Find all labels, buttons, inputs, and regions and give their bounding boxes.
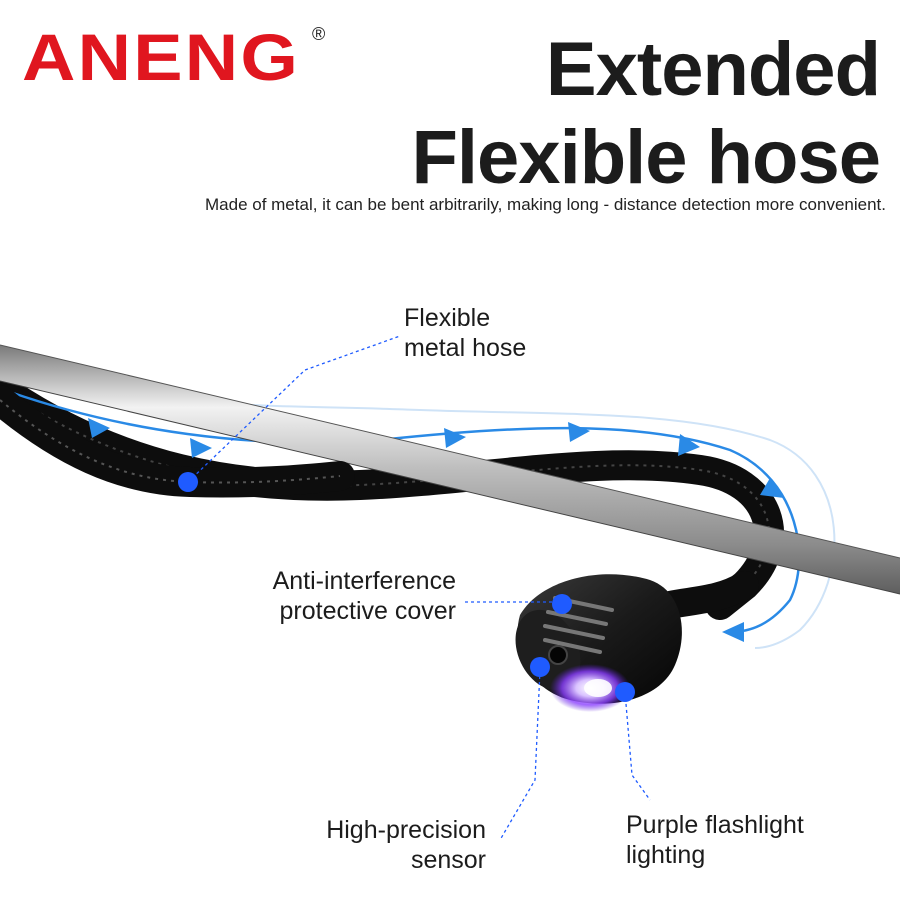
callout-hose-line-1: Flexible (404, 304, 491, 332)
subtitle: Made of metal, it can be bent arbitraril… (205, 195, 886, 214)
camera-lens (548, 645, 568, 665)
metal-rod (0, 345, 900, 594)
callout-high-precision-sensor: High-precision sensor (302, 815, 486, 875)
callout-light-line-2: lighting (626, 841, 706, 869)
callout-sensor-line-2: sensor (410, 846, 486, 874)
brand-logo: ANENG (22, 20, 301, 94)
flow-arrow-path (9, 390, 801, 634)
probe-head (515, 574, 682, 712)
callout-cover-line-1: Anti-interference (272, 567, 456, 595)
headline-line-1: Extended (545, 27, 881, 112)
headline: Extended Flexible hose (412, 26, 881, 202)
leader-lines (187, 335, 651, 841)
callout-cover-line-2: protective cover (279, 597, 456, 625)
callout-hose-line-2: metal hose (404, 334, 527, 362)
callout-markers (178, 472, 635, 702)
callout-sensor-line-1: High-precision (326, 816, 486, 844)
callout-protective-cover: Anti-interference protective cover (246, 566, 456, 626)
headline-line-2: Flexible hose (411, 115, 881, 200)
callout-flexible-metal-hose: Flexible metal hose (404, 303, 526, 363)
registered-mark: ® (312, 24, 326, 44)
callout-purple-flashlight: Purple flashlight lighting (626, 810, 804, 870)
callout-light-line-1: Purple flashlight (626, 811, 804, 839)
